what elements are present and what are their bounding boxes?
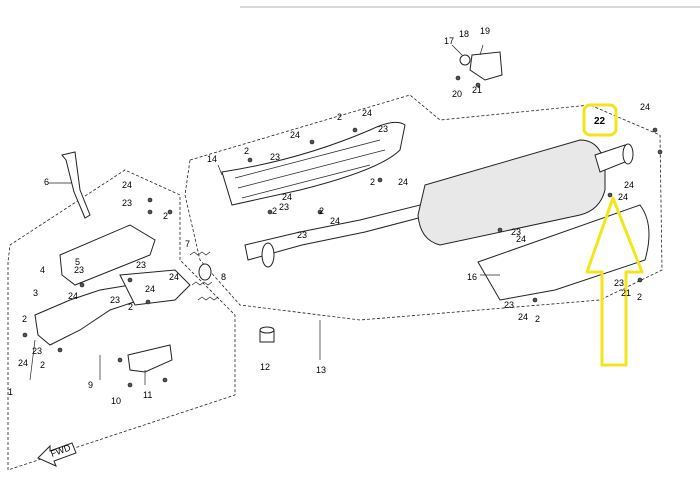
callout-24: 24 [18,358,28,368]
manifold-shield-4 [59,224,156,286]
bushing-12 [259,326,275,343]
bracket-11 [127,344,173,373]
callout-23: 23 [614,278,624,288]
callout-23: 23 [110,295,120,305]
callout-24: 24 [518,312,528,322]
heat-shield-14 [221,121,406,206]
leader-lines [29,44,500,385]
callout-21: 21 [621,288,631,298]
callout-11: 11 [143,390,152,400]
callout-2: 2 [22,314,27,324]
callout-23: 23 [270,152,280,162]
callout-10: 10 [111,396,121,406]
highlight-box [582,103,618,137]
callout-23: 23 [297,230,307,240]
right-group-outline [184,94,663,321]
pipe-flange [261,242,275,268]
gasket-8 [198,263,212,281]
fasteners [22,75,663,388]
callout-24: 24 [618,192,628,202]
callout-2: 2 [637,292,642,302]
callout-1: 1 [8,387,13,397]
callout-17: 17 [444,36,454,46]
muffler-body [417,139,606,246]
callout-16: 16 [467,272,477,282]
oxygen-sensor-6 [61,151,91,219]
callout-2: 2 [535,314,540,324]
callout-2: 2 [163,211,168,221]
callout-23: 23 [32,346,42,356]
callout-23: 23 [74,265,84,275]
callout-24: 24 [362,108,372,118]
callout-4: 4 [40,265,45,275]
callout-24: 24 [122,180,132,190]
heat-shield-16 [477,204,650,301]
callout-24: 24 [145,284,155,294]
callout-24: 24 [282,192,292,202]
callout-23: 23 [122,198,132,208]
callout-24: 24 [640,102,650,112]
callout-6: 6 [44,177,49,187]
callout-2: 2 [40,360,45,370]
fwd-arrow: FWD [37,442,77,467]
spring-7 [189,251,219,301]
left-group-outline [7,169,236,471]
callout-12: 12 [260,362,270,372]
callout-22: 22 [594,116,606,127]
manifold-3 [34,284,141,346]
callout-24: 24 [516,234,526,244]
callout-23: 23 [279,202,289,212]
callout-5: 5 [75,257,80,267]
callout-8: 8 [221,272,226,282]
callout-7: 7 [185,239,190,249]
callout-24: 24 [169,272,179,282]
callout-23: 23 [136,260,146,270]
outlet-ring [622,143,634,165]
callout-23: 23 [378,124,388,134]
callout-13: 13 [316,365,326,375]
bracket-19 [469,51,503,81]
manifold-pipe [119,269,191,306]
callout-20: 20 [452,89,462,99]
callout-24: 24 [68,291,78,301]
callout-2: 2 [272,206,277,216]
callout-21: 21 [472,85,482,95]
callout-23: 23 [511,227,521,237]
callout-19: 19 [480,26,490,36]
callout-24: 24 [290,130,300,140]
callout-23: 23 [504,300,514,310]
callout-9: 9 [88,380,93,390]
callout-24: 24 [624,180,634,190]
callout-2: 2 [244,146,249,156]
callout-24: 24 [330,216,340,226]
callout-2: 2 [128,302,133,312]
callout-24: 24 [398,177,408,187]
callout-14: 14 [207,154,217,164]
callout-2: 2 [337,112,342,122]
callout-2: 2 [370,177,375,187]
highlight-arrow [585,196,644,367]
callout-3: 3 [33,288,38,298]
grommet-18 [459,54,471,66]
callout-2: 2 [319,206,324,216]
callout-18: 18 [459,29,469,39]
